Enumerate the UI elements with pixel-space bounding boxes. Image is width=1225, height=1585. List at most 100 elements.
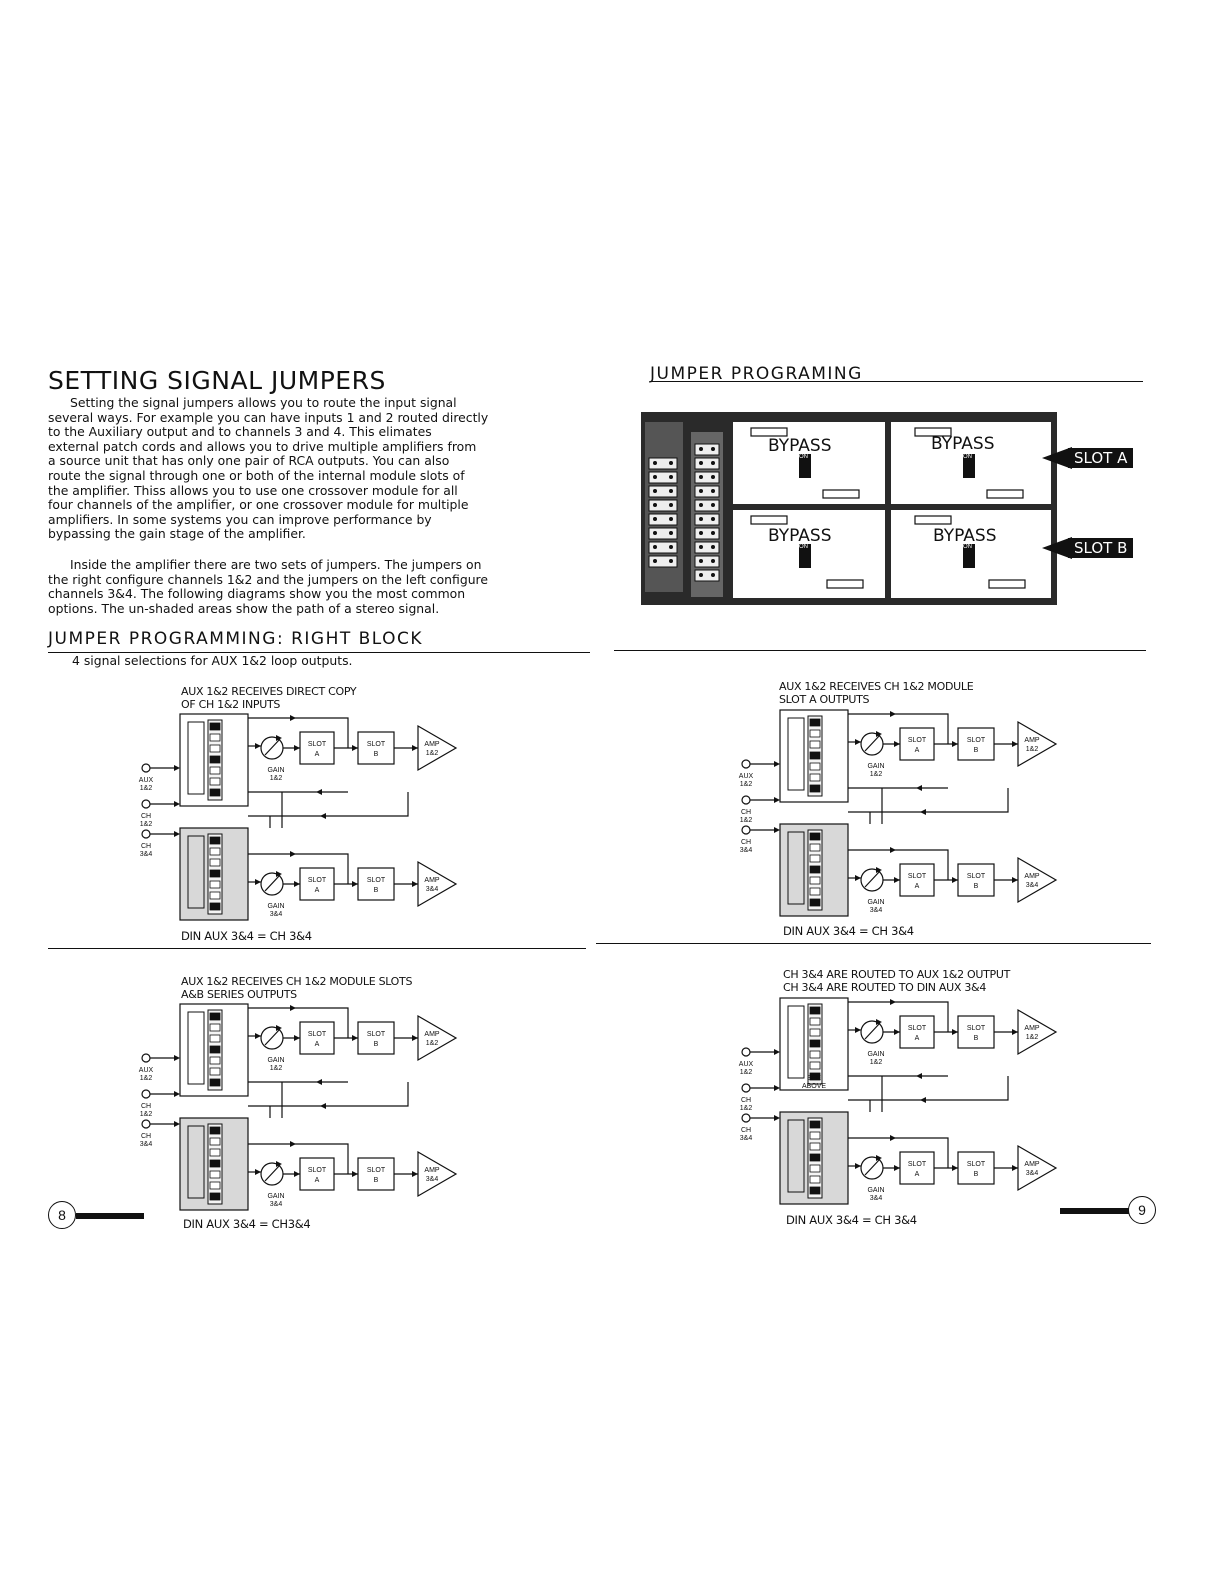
jumper-pin <box>809 843 821 852</box>
arrow-head <box>316 1079 322 1085</box>
diagram-separator <box>48 948 586 949</box>
arrow-head <box>320 813 326 819</box>
rca-jack <box>141 763 151 773</box>
signal-line <box>864 870 881 888</box>
page-number-bar <box>76 1213 144 1219</box>
signal-line <box>248 792 409 817</box>
amp-label: AMP <box>424 1167 440 1174</box>
jack-number: 1&2 <box>740 781 753 788</box>
jumper-pin <box>809 1153 821 1162</box>
signal-line <box>864 734 881 752</box>
arrow-head <box>290 715 296 721</box>
jumper-pin <box>209 1045 221 1054</box>
rca-jack <box>141 799 151 809</box>
arrow-head <box>876 1155 882 1161</box>
signal-diagram: GAIN1&2SLOTASLOTBAMP1&2GAIN3&4SLOTASLOTB… <box>739 709 1058 917</box>
on-switch-label: ON <box>963 454 972 460</box>
amp-label: AMP <box>1024 1025 1040 1032</box>
caption-line: SLOT A OUTPUTS <box>779 693 870 706</box>
gain-channel-label: 3&4 <box>870 1195 883 1202</box>
text-line: several ways. For example you can have i… <box>48 409 489 425</box>
text-line: amplifiers. In some systems you can impr… <box>48 511 432 527</box>
rca-jack <box>741 1047 751 1057</box>
section-title: JUMPER PROGRAMMING: RIGHT BLOCK <box>48 629 424 649</box>
arrow-head <box>952 877 958 883</box>
arrow-head <box>774 827 780 833</box>
caption-line: AUX 1&2 RECEIVES CH 1&2 MODULE <box>779 680 974 693</box>
page-number-bar <box>1060 1208 1130 1214</box>
jumper-pin <box>809 729 821 738</box>
arrow-head <box>890 1135 896 1141</box>
amp-label: AMP <box>1024 1161 1040 1168</box>
arrow-head <box>294 745 300 751</box>
arrow-head <box>174 801 180 807</box>
arrow-head <box>774 1085 780 1091</box>
arrow-head <box>920 1097 926 1103</box>
jumper-pins-graphic <box>648 443 720 582</box>
amp-channel-label: 3&4 <box>1026 1170 1039 1177</box>
gain-label: GAIN <box>267 1057 284 1064</box>
slot-label: SLOT <box>367 877 386 884</box>
gain-channel-label: 3&4 <box>270 1201 283 1208</box>
arrow-head <box>1012 741 1018 747</box>
section-rule <box>48 652 590 653</box>
arrow-head <box>894 741 900 747</box>
text-line: channels 3&4. The following diagrams sho… <box>48 586 466 602</box>
module-connector <box>787 717 805 791</box>
rca-jack <box>141 1089 151 1099</box>
right-title-rule <box>650 381 1143 382</box>
slot-letter: A <box>315 1041 320 1048</box>
module-connector <box>187 835 205 909</box>
signal-line <box>848 849 949 880</box>
jumper-pin <box>209 858 221 867</box>
arrow-head <box>890 711 896 717</box>
jumper-pin <box>209 869 221 878</box>
signal-line <box>848 1001 949 1032</box>
gain-label: GAIN <box>867 899 884 906</box>
jack-label: AUX <box>739 773 754 780</box>
arrow-head <box>412 881 418 887</box>
rca-jack <box>741 795 751 805</box>
signal-line <box>248 717 349 748</box>
jumper-pin <box>809 865 821 874</box>
slot-a-box <box>899 863 935 897</box>
jumpers-paragraph: Inside the amplifier there are two sets … <box>48 557 548 616</box>
arrow-head <box>774 1115 780 1121</box>
jumper-pin <box>209 1023 221 1032</box>
text-line: a source unit that has only one pair of … <box>48 453 450 469</box>
page-title: SETTING SIGNAL JUMPERS <box>48 366 386 395</box>
on-switch: ON <box>799 454 811 478</box>
gain-label: GAIN <box>867 763 884 770</box>
slot-letter: B <box>374 1177 379 1184</box>
arrow-head <box>894 1165 900 1171</box>
slot-label: SLOT <box>367 1031 386 1038</box>
slot-label: SLOT <box>908 873 927 880</box>
text-line: route the signal through one or both of … <box>48 467 465 483</box>
bypass-label: BYPASS <box>768 526 832 546</box>
slot-letter: A <box>915 747 920 754</box>
signal-line <box>264 1164 281 1182</box>
jumper-pin <box>809 887 821 896</box>
jack-number: 1&2 <box>140 1075 153 1082</box>
amp-channel-label: 1&2 <box>1026 746 1039 753</box>
jack-number: 1&2 <box>140 1111 153 1118</box>
jumper-pin <box>809 773 821 782</box>
slot-b-box <box>957 863 995 897</box>
gain-channel-label: 1&2 <box>870 771 883 778</box>
arrow-head <box>876 1019 882 1025</box>
on-switch-label: ON <box>799 544 808 550</box>
arrow-head <box>255 743 261 749</box>
slot-letter: A <box>315 1177 320 1184</box>
connector-graphics <box>750 427 1026 589</box>
signal-line <box>848 788 1009 813</box>
arrow-head <box>255 1033 261 1039</box>
arrow-head <box>894 877 900 883</box>
arrow-head <box>920 809 926 815</box>
slot-b-box <box>357 1021 395 1055</box>
arrow-head <box>174 765 180 771</box>
rca-jack <box>741 1083 751 1093</box>
arrow-head <box>352 1171 358 1177</box>
jumper-pin <box>209 744 221 753</box>
gain-channel-label: 1&2 <box>270 1065 283 1072</box>
jack-label: AUX <box>139 777 154 784</box>
